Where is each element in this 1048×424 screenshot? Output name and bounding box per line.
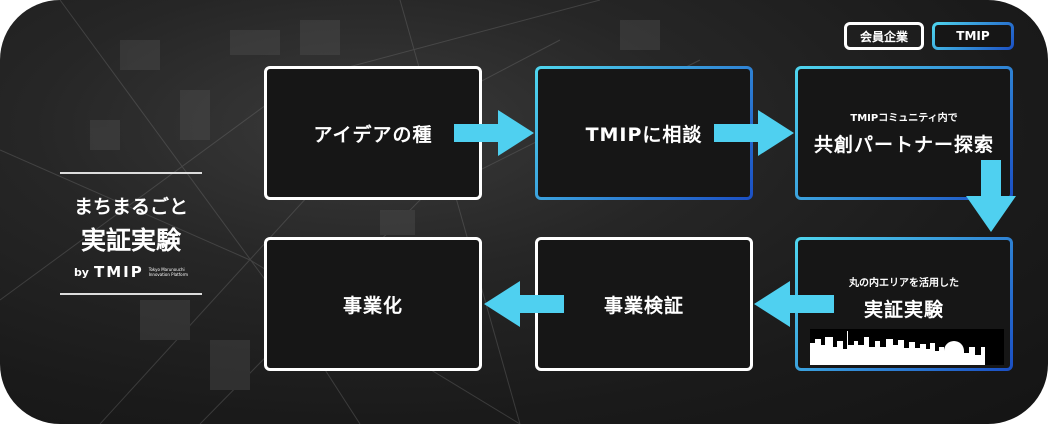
step-experiment: 丸の内エリアを活用した 実証実験 bbox=[795, 237, 1013, 371]
step-commercialization: 事業化 bbox=[264, 237, 482, 371]
step-label: 実証実験 bbox=[863, 299, 944, 321]
step-partner-search: TMIPコミュニティ内で共創パートナー探索 bbox=[795, 66, 1013, 200]
legend-tmip: TMIP bbox=[932, 22, 1014, 50]
step-label: 共創パートナー探索 bbox=[813, 134, 994, 156]
divider bbox=[60, 172, 202, 174]
skyline-illustration bbox=[810, 329, 1004, 365]
step-label: アイデアの種 bbox=[313, 123, 433, 146]
step-sublabel: TMIPコミュニティ内で bbox=[850, 113, 958, 124]
step-business-validation: 事業検証 bbox=[535, 237, 753, 371]
arrow-right-icon bbox=[454, 110, 534, 156]
by-text: by bbox=[73, 265, 89, 279]
arrow-left-icon bbox=[484, 281, 564, 327]
brand-text: TMIP bbox=[93, 263, 144, 281]
divider bbox=[60, 293, 202, 295]
arrow-left-icon bbox=[754, 281, 834, 327]
step-label: 事業検証 bbox=[603, 294, 684, 317]
step-sublabel: 丸の内エリアを活用した bbox=[849, 278, 959, 289]
legend-member: 会員企業 bbox=[844, 22, 924, 50]
arrow-down-icon bbox=[966, 160, 1016, 232]
step-label: 事業化 bbox=[342, 294, 403, 317]
title-line2: 実証実験 bbox=[80, 226, 181, 255]
arrow-right-icon bbox=[714, 110, 794, 156]
step-idea: アイデアの種 bbox=[264, 66, 482, 200]
step-label: TMIPに相談 bbox=[585, 123, 703, 146]
title-line1: まちまるごと bbox=[73, 196, 188, 218]
